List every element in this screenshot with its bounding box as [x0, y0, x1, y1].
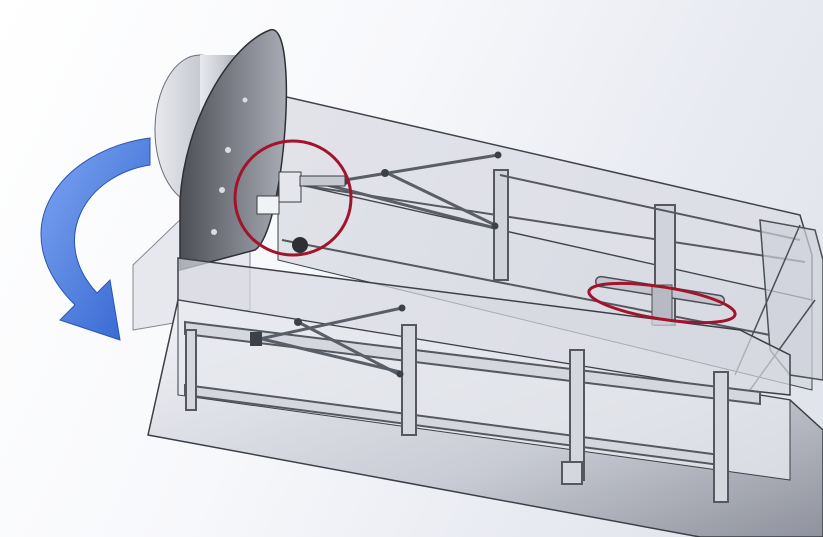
- front-frame: [184, 320, 761, 503]
- circle-highlight: [233, 139, 353, 257]
- front-linkage: [254, 306, 403, 377]
- pivot-bracket: [256, 171, 346, 253]
- curved-arrow-icon: [40, 137, 151, 341]
- oval-highlight: [587, 281, 737, 325]
- front-linkage-joints: [250, 304, 406, 378]
